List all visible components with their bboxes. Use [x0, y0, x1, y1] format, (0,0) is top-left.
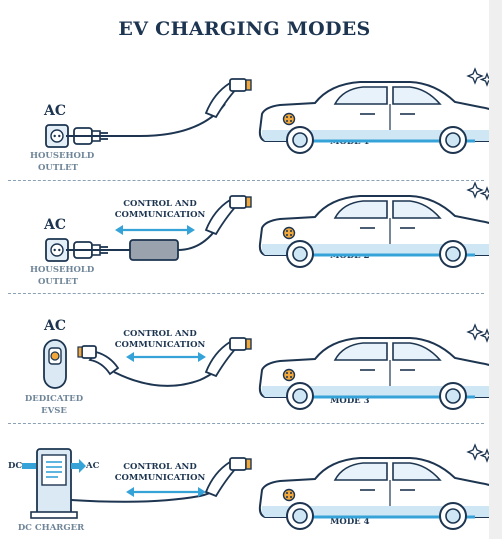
page-title: EV CHARGING MODES — [118, 18, 371, 40]
divider — [8, 293, 484, 294]
mode-3-label: MODE 3 — [330, 396, 370, 406]
mode-4-car-icon — [258, 443, 489, 531]
mode-1-ac-label: AC — [44, 103, 67, 119]
mode-2-ac-label: AC — [44, 217, 67, 233]
mode-1-source-label: HOUSEHOLD OUTLET — [30, 151, 95, 173]
mode-2-car-icon — [258, 181, 489, 269]
ac-output-arrow-icon — [71, 459, 86, 473]
divider — [8, 180, 484, 181]
mode-3-evse-icon — [43, 339, 67, 389]
mode-2-control-box — [129, 239, 179, 261]
mode-2-outlet-icon — [45, 238, 69, 262]
mode-2-source-label: HOUSEHOLD OUTLET — [30, 265, 95, 287]
mode-1-connector-icon — [205, 78, 252, 118]
mode-3-cable — [113, 361, 223, 387]
ac-out-label: AC — [86, 461, 100, 471]
diagram-canvas — [22, 67, 489, 531]
dc-in-label: DC — [8, 461, 23, 471]
mode-3-station-connector-icon — [77, 345, 120, 376]
mode-4-label: MODE 4 — [330, 517, 370, 527]
divider — [8, 423, 484, 424]
mode-3-arrow-icon — [124, 350, 208, 364]
mode-1-outlet-icon — [45, 124, 69, 148]
dc-charger-icon — [30, 448, 78, 519]
mode-2-connector-icon — [205, 195, 252, 235]
mode-2-control-label: CONTROL AND COMMUNICATION — [114, 199, 206, 220]
mode-4-source-label: DC CHARGER — [17, 523, 85, 533]
scrollbar-track[interactable] — [489, 0, 502, 539]
mode-3-source-label: DEDICATED EVSE — [24, 394, 84, 416]
mode-3-control-label: CONTROL AND COMMUNICATION — [114, 329, 206, 350]
mode-3-connector-icon — [205, 337, 252, 377]
mode-4-control-label: CONTROL AND COMMUNICATION — [114, 462, 206, 483]
mode-3-ac-label: AC — [44, 318, 67, 334]
dc-input-arrow-icon — [22, 463, 36, 469]
mode-4-connector-icon — [205, 457, 252, 497]
mode-2-arrow-icon — [113, 223, 197, 237]
mode-3-car-icon — [258, 323, 489, 411]
mode-1-car-icon — [258, 67, 489, 155]
mode-4-arrow-icon — [124, 485, 208, 499]
